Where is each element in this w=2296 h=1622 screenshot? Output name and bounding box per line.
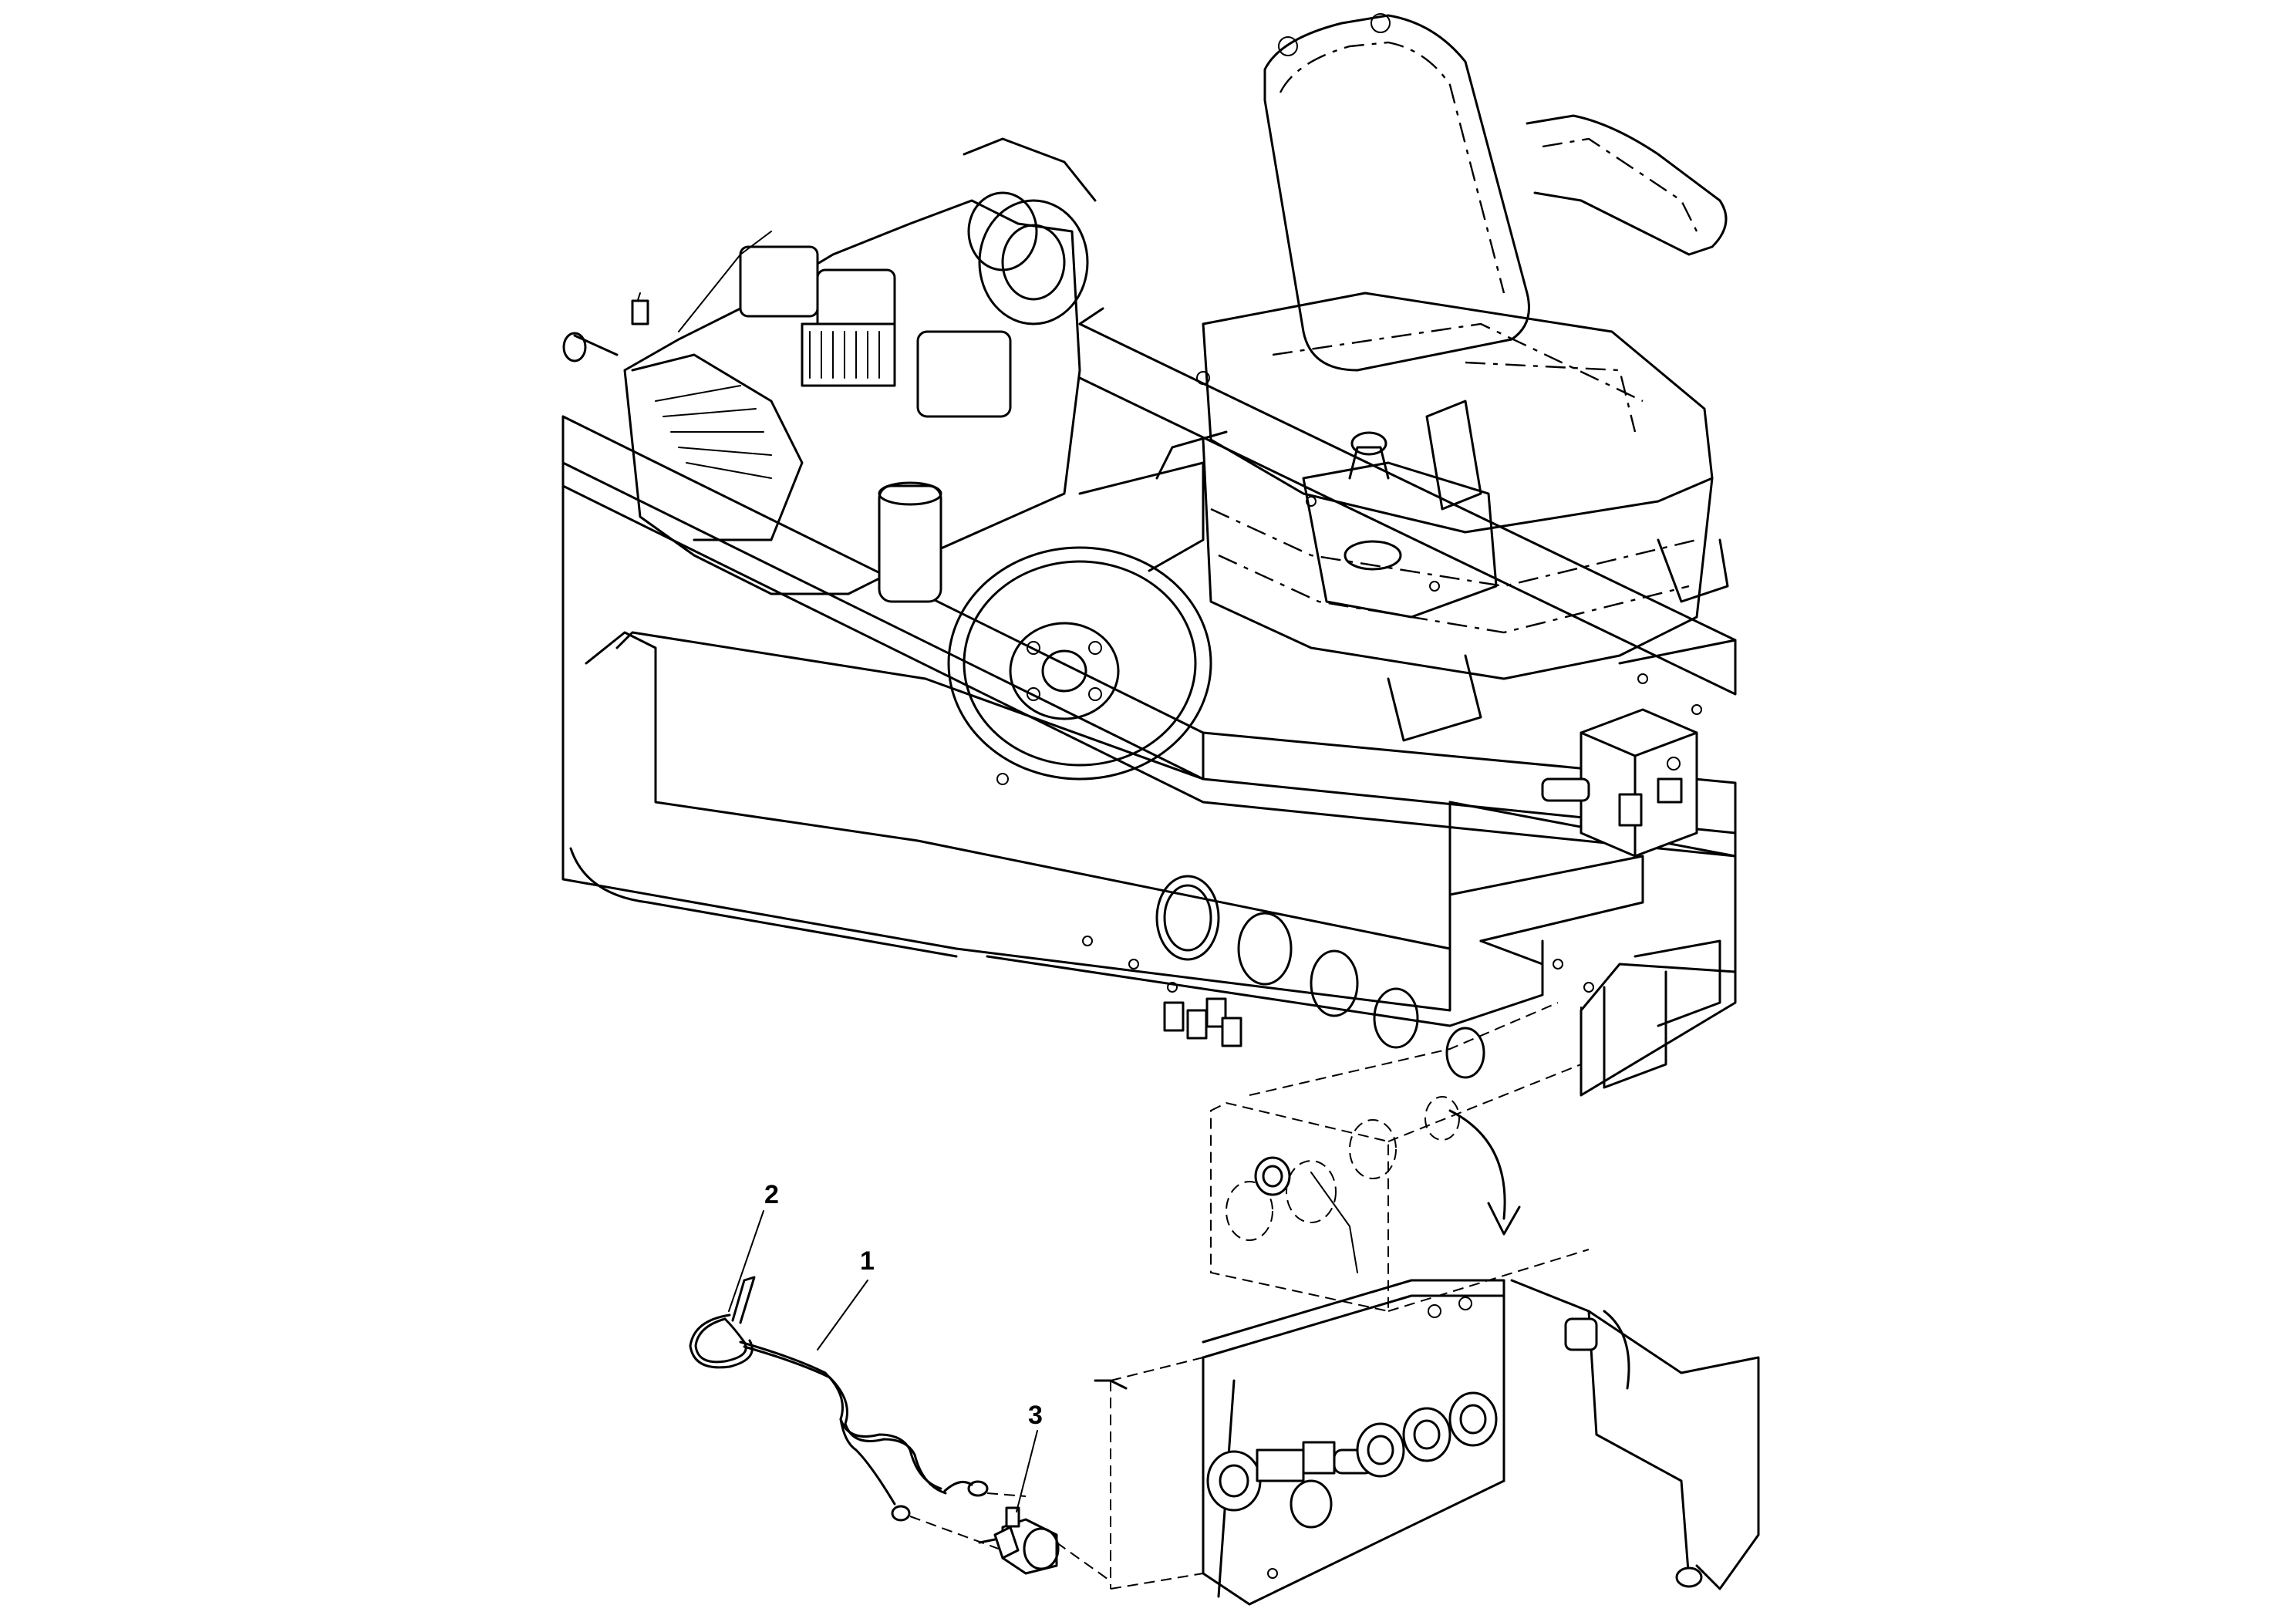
callout-group: 1 2 3 bbox=[728, 1180, 1043, 1512]
wire-harness-part-1 bbox=[739, 1340, 1027, 1551]
cable-tie-part-2 bbox=[689, 1276, 756, 1369]
test-couplings bbox=[1206, 1391, 1498, 1529]
callout-2: 2 bbox=[764, 1180, 779, 1209]
valve-block bbox=[1541, 708, 1698, 858]
test-panel-exploded bbox=[1110, 1279, 1760, 1606]
pressure-sender-part-3 bbox=[978, 1379, 1128, 1582]
leader-line-3 bbox=[1016, 1430, 1038, 1512]
operator-seat bbox=[1196, 13, 1729, 742]
test-point-plate-phantom bbox=[1210, 1002, 1590, 1313]
leader-line-1 bbox=[817, 1280, 868, 1351]
engine-assembly bbox=[562, 137, 1228, 781]
callout-1: 1 bbox=[860, 1246, 875, 1276]
leader-line-2 bbox=[728, 1210, 764, 1312]
chassis-frame bbox=[561, 307, 1737, 1097]
hydraulic-fittings bbox=[1163, 997, 1242, 1047]
callout-3: 3 bbox=[1028, 1401, 1043, 1430]
